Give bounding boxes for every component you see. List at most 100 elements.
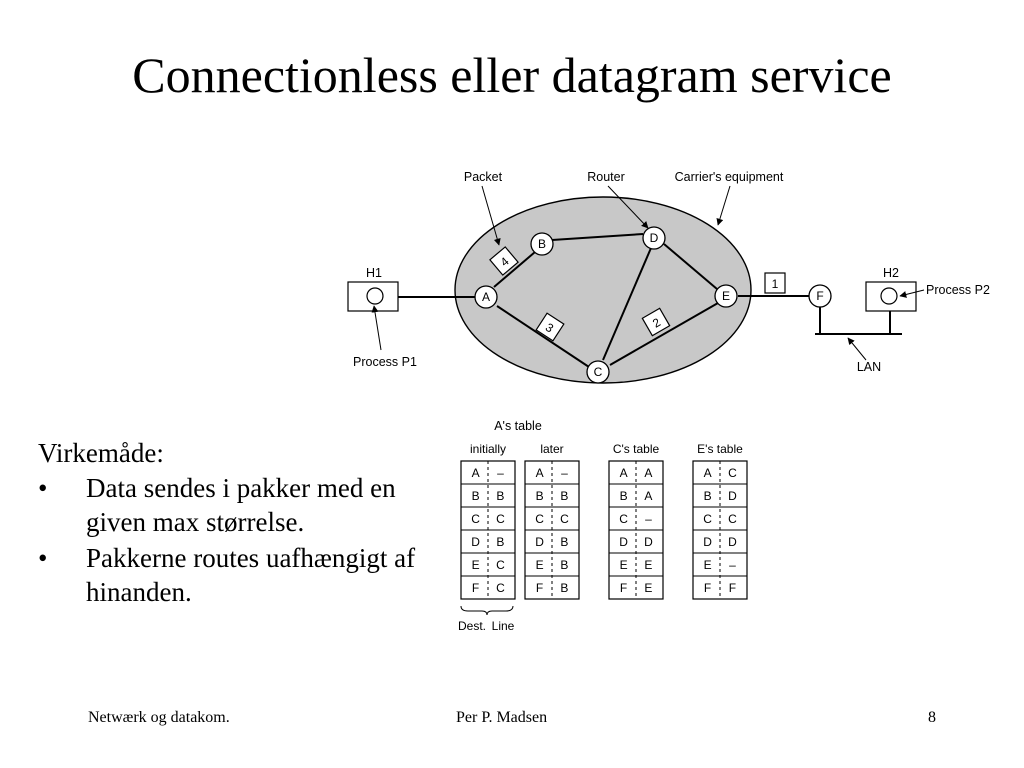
router-e xyxy=(714,284,738,308)
table-line-cell: – xyxy=(561,466,568,480)
table-dest-cell: C xyxy=(535,512,544,526)
table-dest-cell: C xyxy=(703,512,712,526)
footer-author: Per P. Madsen xyxy=(456,709,548,726)
table-line-cell: A xyxy=(644,466,652,480)
host-h1: H1 xyxy=(347,266,399,312)
legend-line: Line xyxy=(492,619,515,633)
table-line-cell: B xyxy=(496,489,504,503)
table-dest-cell: B xyxy=(536,489,544,503)
label-lan: LAN xyxy=(857,360,881,374)
table-line-cell: – xyxy=(729,558,736,572)
link-b-d xyxy=(551,233,644,241)
table-header: later xyxy=(540,442,563,456)
router-d xyxy=(642,226,666,250)
legend-dest: Dest. xyxy=(458,619,486,633)
bullet-text: Pakkerne routes uafhængigt af hinanden. xyxy=(86,543,416,607)
table-line-cell: B xyxy=(560,489,568,503)
table-dest-cell: D xyxy=(619,535,628,549)
router-label-f: F xyxy=(816,289,823,303)
table-header: C's table xyxy=(613,442,660,456)
table-dest-cell: B xyxy=(704,489,712,503)
table-line-cell: C xyxy=(496,558,505,572)
arrow-router xyxy=(607,185,649,229)
label-router: Router xyxy=(587,170,625,184)
table-header: initially xyxy=(470,442,506,456)
table-dest-cell: D xyxy=(471,535,480,549)
label-carrier: Carrier's equipment xyxy=(675,170,784,184)
packet-2: 2 xyxy=(641,307,671,337)
table-dest-cell: A xyxy=(536,466,544,480)
slide-title: Connectionless eller datagram service xyxy=(132,47,892,103)
router-label-d: D xyxy=(650,231,659,245)
table-line-cell: C xyxy=(728,512,737,526)
table-dest-cell: F xyxy=(620,581,627,595)
table-dest-cell: B xyxy=(620,489,628,503)
router-label-a: A xyxy=(482,290,490,304)
packet-1: 1 xyxy=(764,272,786,294)
router-label-c: C xyxy=(594,365,603,379)
a-table-group-title: A's table xyxy=(494,419,542,433)
network-links xyxy=(398,233,902,368)
table-line-cell: C xyxy=(496,581,505,595)
link-a-c xyxy=(496,305,590,368)
link-d-c xyxy=(602,247,652,361)
router-label-b: B xyxy=(538,237,546,251)
table-line-cell: C xyxy=(728,466,737,480)
table-dest-cell: F xyxy=(704,581,711,595)
table-line-cell: C xyxy=(496,512,505,526)
table-dest-cell: F xyxy=(472,581,479,595)
router-f xyxy=(808,284,832,308)
table-dest-cell: E xyxy=(620,558,628,572)
body-heading: Virkemåde: xyxy=(38,438,164,468)
callout-labels: Packet Router Carrier's equipment Proces… xyxy=(353,170,990,374)
table-line-cell: C xyxy=(560,512,569,526)
link-a-b xyxy=(493,251,536,288)
table-dest-cell: E xyxy=(704,558,712,572)
table-line-cell: D xyxy=(728,535,737,549)
host-label-h1: H1 xyxy=(366,266,382,280)
table-line-cell: – xyxy=(497,466,504,480)
body-text: Virkemåde: • Data sendes i pakker med en… xyxy=(38,436,448,611)
bullet-text: Data sendes i pakker med en given max st… xyxy=(86,473,396,537)
table-line-cell: A xyxy=(644,489,652,503)
arrow-packet xyxy=(481,185,501,246)
router-a xyxy=(474,285,498,309)
bullet-item: • Pakkerne routes uafhængigt af hinanden… xyxy=(38,541,448,609)
footer-page-number: 8 xyxy=(928,709,936,726)
bullet-item: • Data sendes i pakker med en given max … xyxy=(38,471,448,539)
arrow-carrier xyxy=(716,185,731,226)
link-c-e xyxy=(609,302,719,366)
process-p1-circle xyxy=(366,287,384,305)
router-label-e: E xyxy=(722,289,730,303)
router-c xyxy=(586,360,610,384)
brace-dest xyxy=(460,605,514,616)
table-dest-cell: F xyxy=(536,581,543,595)
host-label-h2: H2 xyxy=(883,266,899,280)
arrow-lan xyxy=(847,337,867,361)
table-dest-cell: E xyxy=(536,558,544,572)
table-dest-cell: E xyxy=(472,558,480,572)
router-nodes xyxy=(474,226,832,384)
packet-3: 3 xyxy=(535,312,565,342)
table-line-cell: B xyxy=(560,581,568,595)
arrow-process-p2 xyxy=(899,289,925,298)
table-dest-cell: C xyxy=(471,512,480,526)
link-d-e xyxy=(663,243,718,290)
table-line-cell: B xyxy=(560,558,568,572)
table-line-cell: D xyxy=(644,535,653,549)
label-process-p1: Process P1 xyxy=(353,355,417,369)
table-dest-cell: A xyxy=(472,466,480,480)
table-line-cell: B xyxy=(496,535,504,549)
label-process-p2: Process P2 xyxy=(926,283,990,297)
table-line-cell: F xyxy=(729,581,736,595)
table-line-cell: B xyxy=(560,535,568,549)
table-dest-cell: D xyxy=(703,535,712,549)
host-h2: H2 xyxy=(865,266,917,312)
packet-4: 4 xyxy=(489,246,519,276)
router-labels: A B C D E F xyxy=(482,231,824,379)
